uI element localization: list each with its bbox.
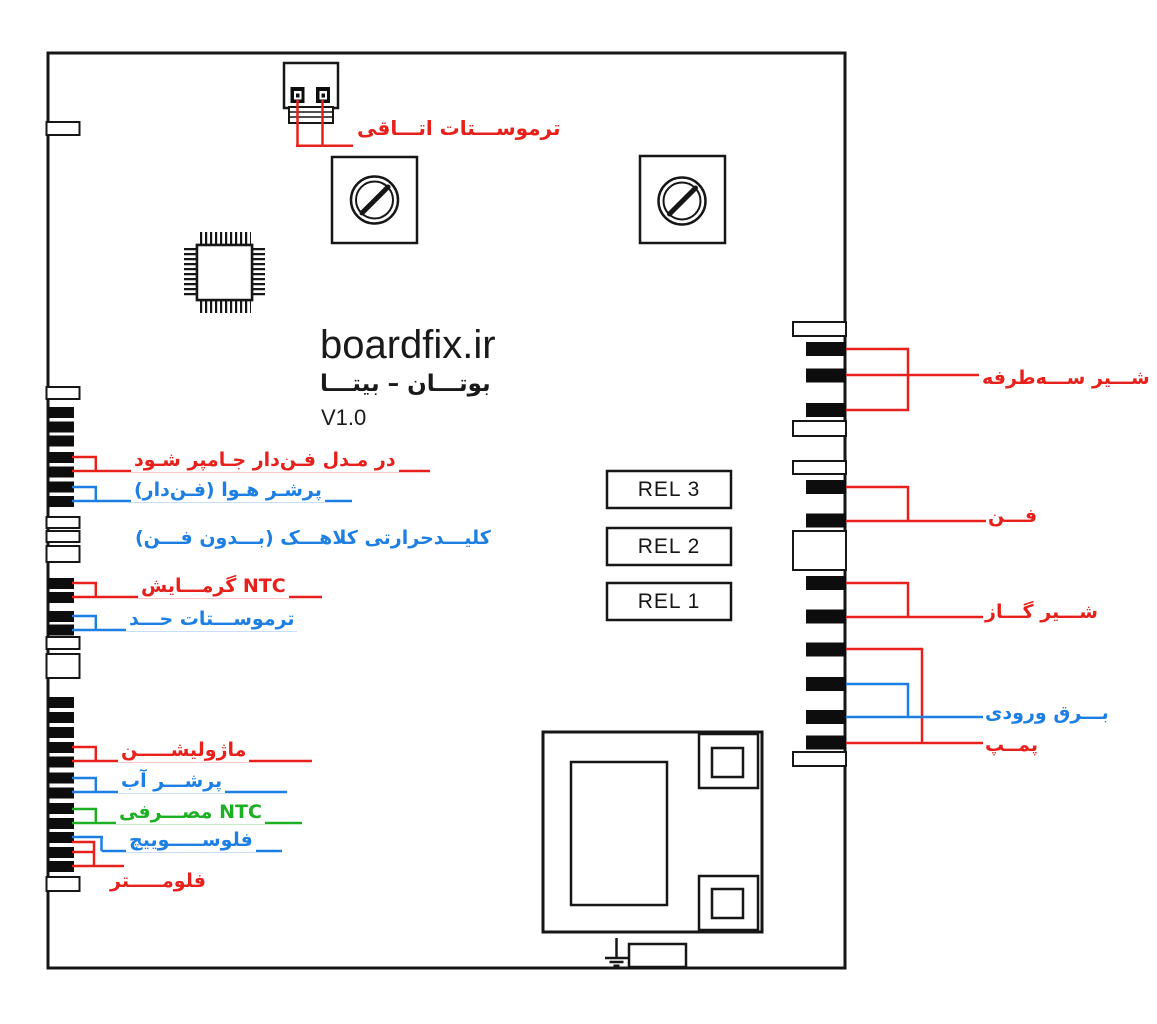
label-room-thermostat: ترموســـتات اتـــاقی (357, 116, 561, 140)
label-air-pressure: پرشـر هـوا (فـن‌دار) (131, 479, 325, 502)
label-fan: فـــن (988, 505, 1038, 527)
left-edge-notches (45, 121, 81, 892)
version-text: V1.0 (321, 405, 367, 430)
transformer-block (541, 730, 764, 934)
room-thermostat-connector (282, 61, 340, 124)
right-connector-pins (806, 342, 846, 750)
left-connector-pins (48, 407, 74, 872)
label-power-input: بـــرق ورودی (985, 702, 1109, 724)
label-modulation: ماژولیشـــــن (118, 739, 250, 762)
label-limit-thermostat: ترموســـتات حـــد (126, 608, 298, 631)
potentiometer-1 (330, 155, 419, 245)
label-water-pressure: پرشـــر آب (118, 770, 226, 793)
potentiometer-2 (638, 154, 727, 245)
label-pump: پمــپ (985, 734, 1038, 756)
ground-symbol (605, 938, 628, 967)
microcontroller-chip (184, 232, 265, 313)
label-three-way-valve: شـــیر ســـه‌طرفه (982, 367, 1150, 389)
label-heat-key: کلیـــدحرارتی کلاهـــک (بـــدون فـــن) (135, 527, 491, 549)
relay-boxes (605, 469, 733, 622)
label-flow-switch: فلوســـــوییچ (126, 829, 256, 852)
label-jumper-note: در مـدل فـن‌دار جـامپر شـود (131, 449, 399, 472)
label-ntc-heating: NTC گرمـــایش (138, 575, 289, 598)
label-flow-meter: فلومـــــتر (110, 870, 206, 892)
relay-2-label: REL 2 (637, 535, 701, 558)
right-edge-notches (792, 321, 847, 767)
model-title: بوتـــان – بیتـــا (320, 371, 491, 397)
label-ntc-dhw: NTC مصـــرفی (116, 801, 265, 824)
bottom-connector-box (627, 942, 688, 969)
relay-1-label: REL 1 (637, 590, 701, 613)
brand-title: boardfix.ir (320, 323, 496, 367)
relay-3-label: REL 3 (637, 478, 701, 501)
label-gas-valve: شـــیر گـــاز (985, 601, 1098, 623)
